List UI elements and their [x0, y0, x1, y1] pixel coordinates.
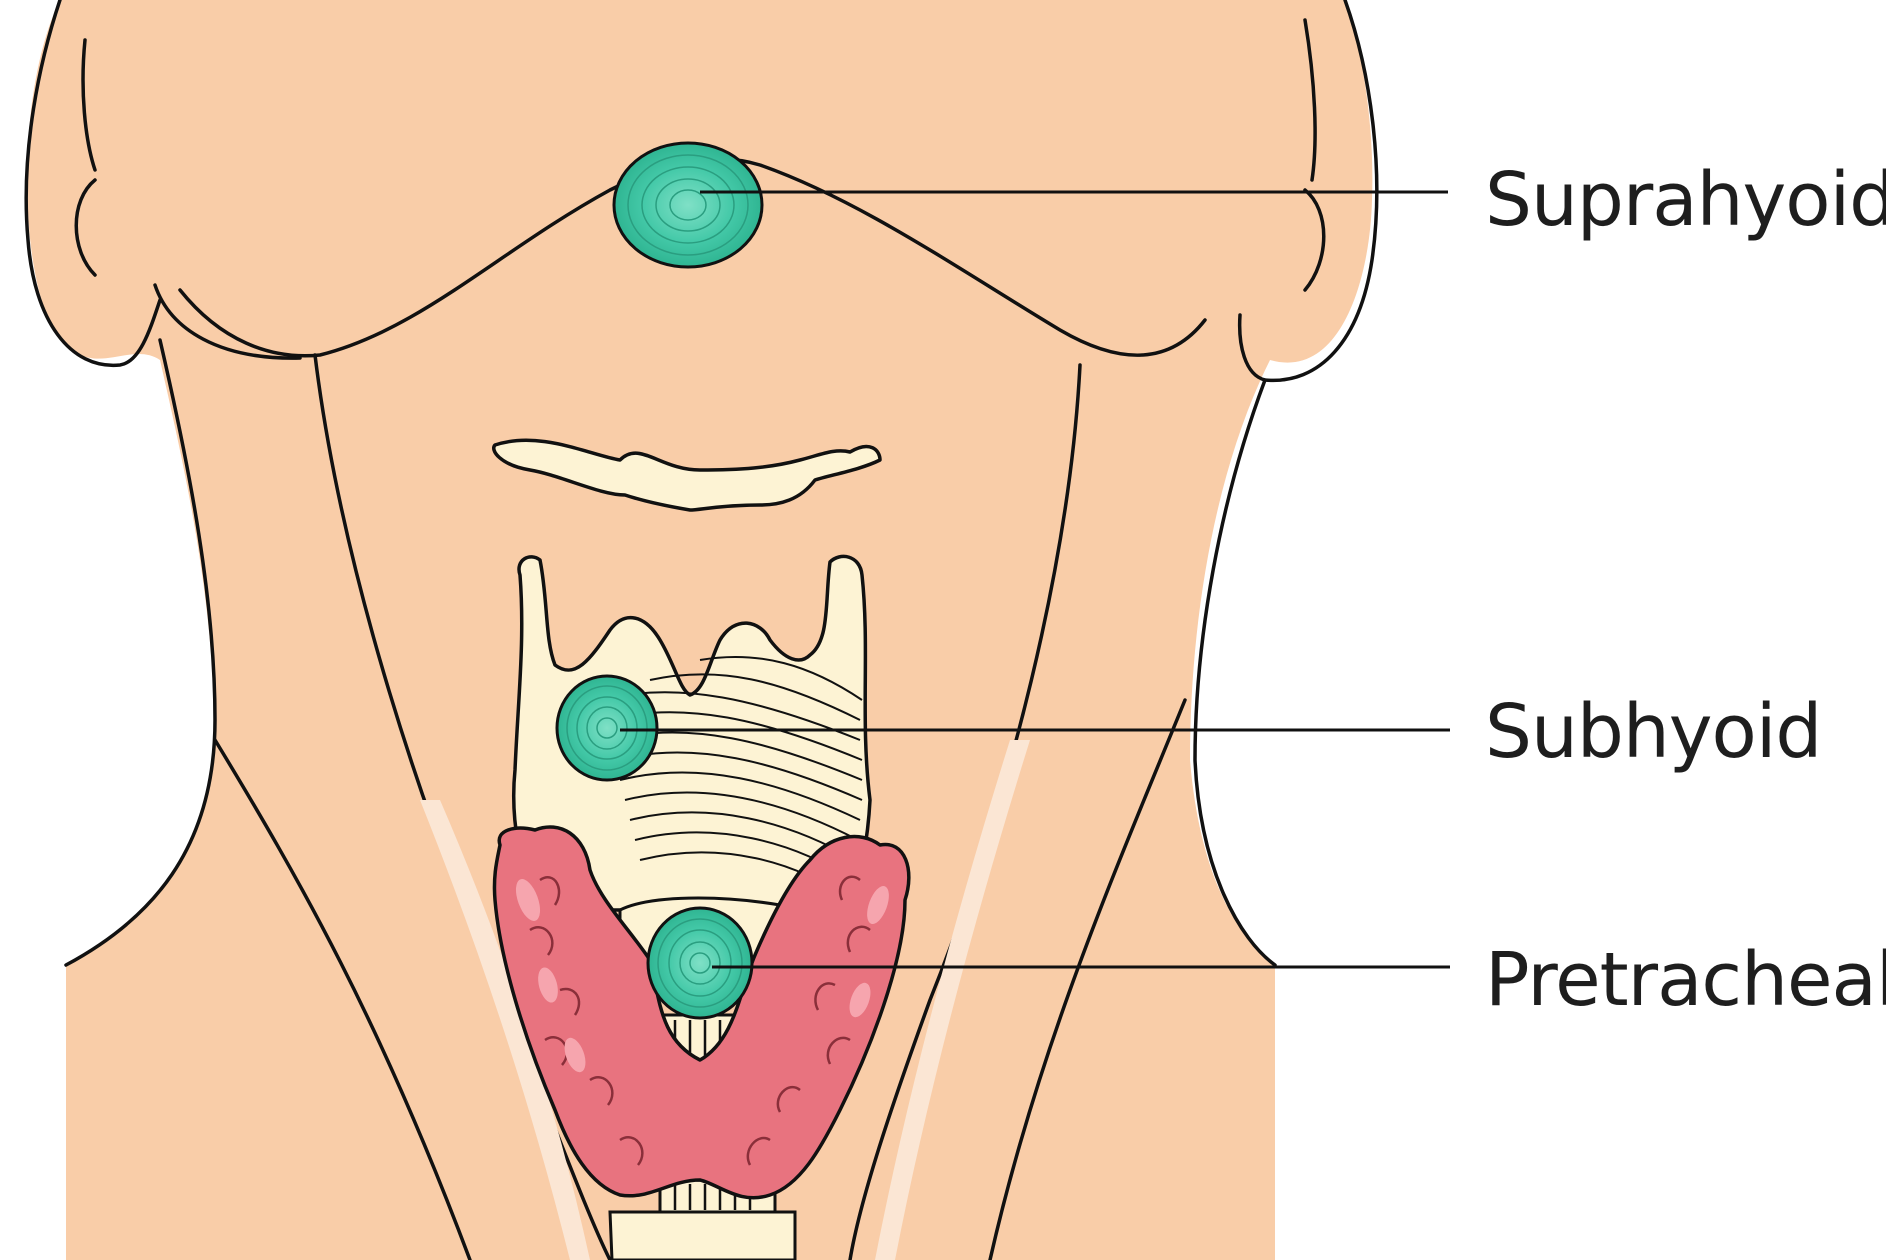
- subhyoid-cyst: [557, 676, 657, 780]
- pretracheal-cyst: [648, 908, 752, 1018]
- suprahyoid-label: Suprahyoid: [1485, 157, 1886, 243]
- subhyoid-label: Subhyoid: [1485, 689, 1821, 775]
- suprahyoid-cyst: [614, 143, 762, 267]
- pretracheal-label: Pretracheal: [1485, 937, 1886, 1023]
